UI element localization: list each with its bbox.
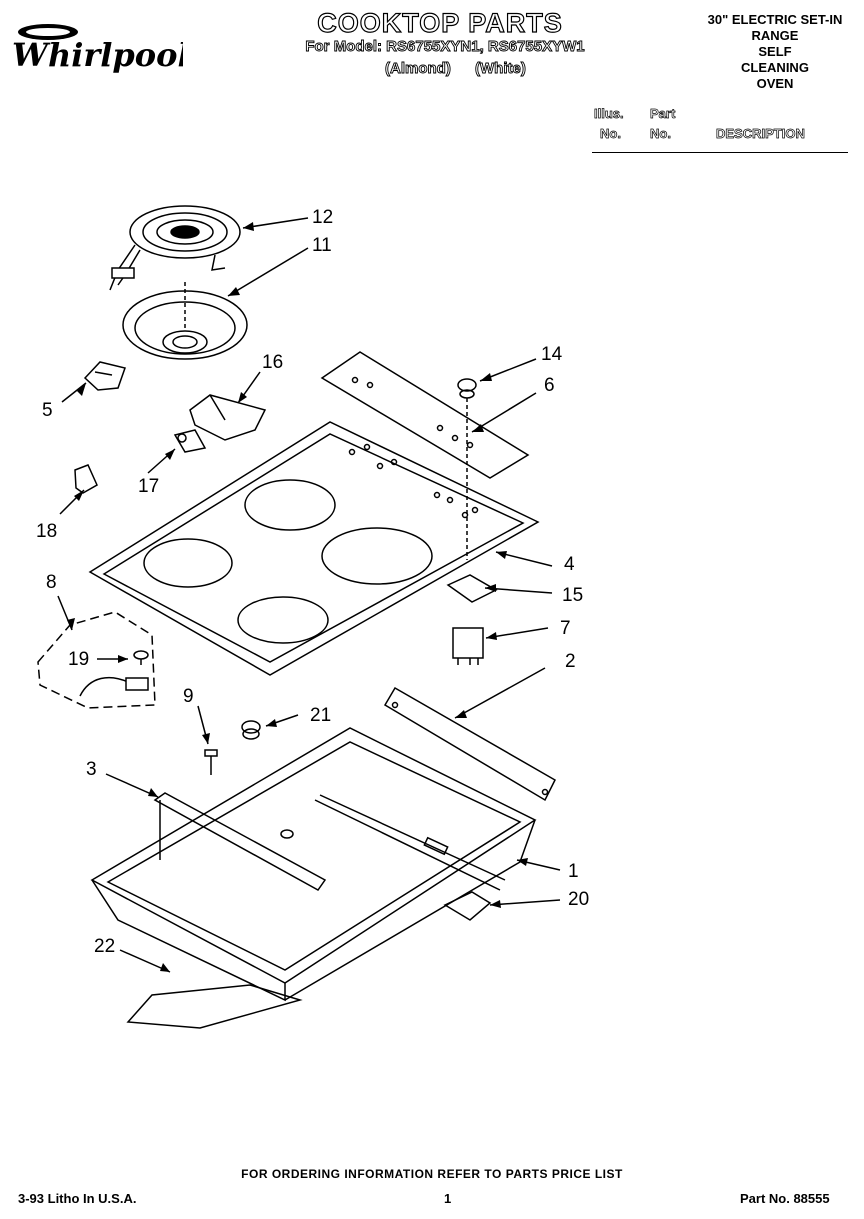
receptacle-bracket <box>189 394 267 441</box>
document-part-number: Part No. 88555 <box>740 1191 830 1206</box>
bottom-channel <box>126 984 303 1029</box>
variant-white: (White) <box>475 60 527 78</box>
callout-12: 12 <box>312 207 333 228</box>
clip-part <box>74 464 98 494</box>
callout-3: 3 <box>86 759 97 780</box>
callout-11: 11 <box>312 235 332 256</box>
wire-harness-group <box>37 611 156 709</box>
callout-1: 1 <box>568 861 579 882</box>
product-line: SELF <box>758 44 792 59</box>
page-number: 1 <box>444 1191 452 1206</box>
element-receptacle <box>83 361 126 391</box>
logo-text: Whirlpool <box>12 36 183 74</box>
illus-header: Illus. <box>594 106 624 122</box>
screw <box>204 749 218 775</box>
part-header-no: No. <box>650 126 672 142</box>
ordering-note: FOR ORDERING INFORMATION REFER TO PARTS … <box>241 1167 623 1181</box>
callout-17: 17 <box>138 476 159 497</box>
burner-box <box>90 727 537 1002</box>
variant-almond: (Almond) <box>385 60 452 78</box>
product-line: 30" ELECTRIC SET-IN <box>707 12 843 27</box>
callout-9: 9 <box>183 686 194 707</box>
callout-2: 2 <box>565 651 576 672</box>
callout-6: 6 <box>544 375 555 396</box>
callout-16: 16 <box>262 352 283 373</box>
callout-4: 4 <box>564 554 575 575</box>
exploded-parts-diagram: 12 11 16 5 17 18 14 6 4 15 7 2 8 19 9 21… <box>36 205 589 1029</box>
callout-7: 7 <box>560 618 571 639</box>
callout-15: 15 <box>562 585 583 606</box>
model-variants: (Almond) (White) <box>385 60 585 78</box>
product-line: CLEANING <box>741 60 809 75</box>
part-header: Part <box>650 106 676 122</box>
callout-21: 21 <box>310 705 331 726</box>
product-line: RANGE <box>751 28 799 43</box>
product-line: OVEN <box>756 76 794 91</box>
model-numbers: For Model: RS6755XYN1, RS6755XYW1 <box>305 38 585 56</box>
terminal-block <box>173 429 207 453</box>
arrowheads <box>67 222 528 972</box>
cooktop-hinge-bracket <box>383 686 556 802</box>
wire-connector <box>133 650 149 665</box>
callout-19: 19 <box>68 649 89 670</box>
mounting-clip <box>443 891 492 921</box>
illus-header-no: No. <box>600 126 622 142</box>
parts-table-header: Illus. No. Part No. DESCRIPTION <box>592 106 848 153</box>
control-panel-insulation <box>320 351 530 479</box>
callout-22: 22 <box>94 936 115 957</box>
page-title: COOKTOP PARTS <box>317 7 563 38</box>
whirlpool-logo: Whirlpool <box>8 18 190 78</box>
grommet <box>241 720 261 740</box>
callout-8: 8 <box>46 572 57 593</box>
callout-5: 5 <box>42 400 53 421</box>
description-header: DESCRIPTION <box>716 126 806 142</box>
surface-element <box>109 205 241 291</box>
support-rail <box>153 792 327 891</box>
infinite-switch <box>452 627 484 665</box>
print-info: 3-93 Litho In U.S.A. <box>18 1191 137 1206</box>
callout-20: 20 <box>568 889 589 910</box>
callout-18: 18 <box>36 521 57 542</box>
product-description: 30" ELECTRIC SET-IN RANGE SELF CLEANING … <box>690 12 860 92</box>
drip-bowl <box>122 282 248 360</box>
callout-14: 14 <box>541 344 563 365</box>
control-knob <box>457 378 477 560</box>
cooktop-panel <box>88 421 540 676</box>
